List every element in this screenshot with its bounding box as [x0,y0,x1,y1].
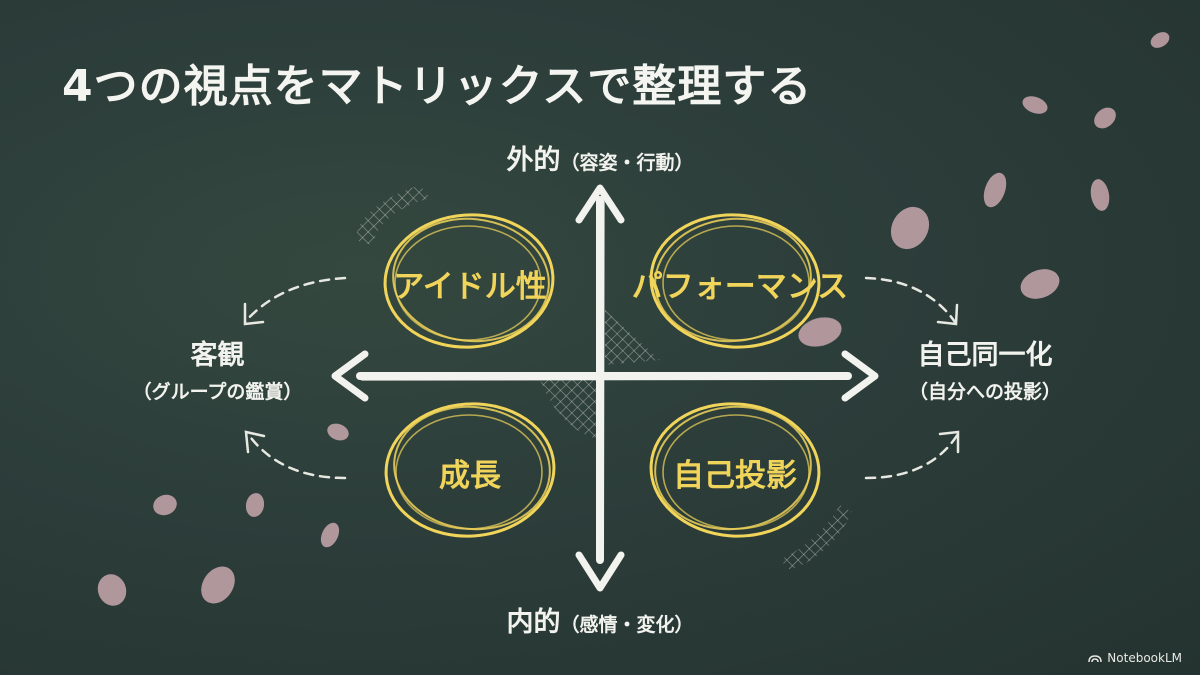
axis-top-sub: （容姿・行動） [560,152,694,174]
axis-label-right: 自己同一化 （自分への投影） [870,338,1100,410]
axis-bottom-main: 内的 [506,607,561,638]
dashed-arrow-left-top [243,276,347,326]
axis-bottom-sub: （感情・変化） [560,614,694,636]
dashed-arrow-right-top [864,276,959,326]
axis-top-main: 外的 [506,145,561,176]
axis-right-main: 自己同一化 [917,340,1053,371]
petal-decorations [97,32,1170,606]
axis-left-sub: （グループの鑑賞） [132,381,303,403]
circle-bottom-left [384,402,556,538]
axis-label-bottom: 内的（感情・変化） [470,600,730,639]
axis-left-main: 客観 [190,340,245,371]
axis-label-left: 客観 （グループの鑑賞） [95,338,340,410]
notebooklm-logo-icon [1088,655,1103,663]
hatch-accent-top-left [355,185,430,245]
slide-title: 4つの視点をマトリックスで整理する [62,61,813,112]
hatch-accent-bottom-right [780,505,852,570]
circle-top-right [649,213,821,349]
quadrant-label-growth: 成長 [439,458,501,494]
quadrant-label-performance: パフォーマンス [631,269,849,305]
circle-top-left [383,213,555,349]
notebooklm-watermark: NotebookLM [1088,651,1182,665]
quadrant-label-self-projection: 自己投影 [673,458,797,494]
axis-right-sub: （自分への投影） [908,381,1061,403]
dashed-arrow-right-bottom [864,430,960,480]
quadrant-label-idol: アイドル性 [393,269,547,305]
axis-label-top: 外的（容姿・行動） [470,138,730,177]
hatch-accent-center [540,310,660,440]
brand-label: NotebookLM [1107,651,1182,665]
vertical-axis-arrow [575,184,625,592]
dashed-arrow-left-bottom [244,430,347,480]
circle-bottom-right [649,402,821,538]
